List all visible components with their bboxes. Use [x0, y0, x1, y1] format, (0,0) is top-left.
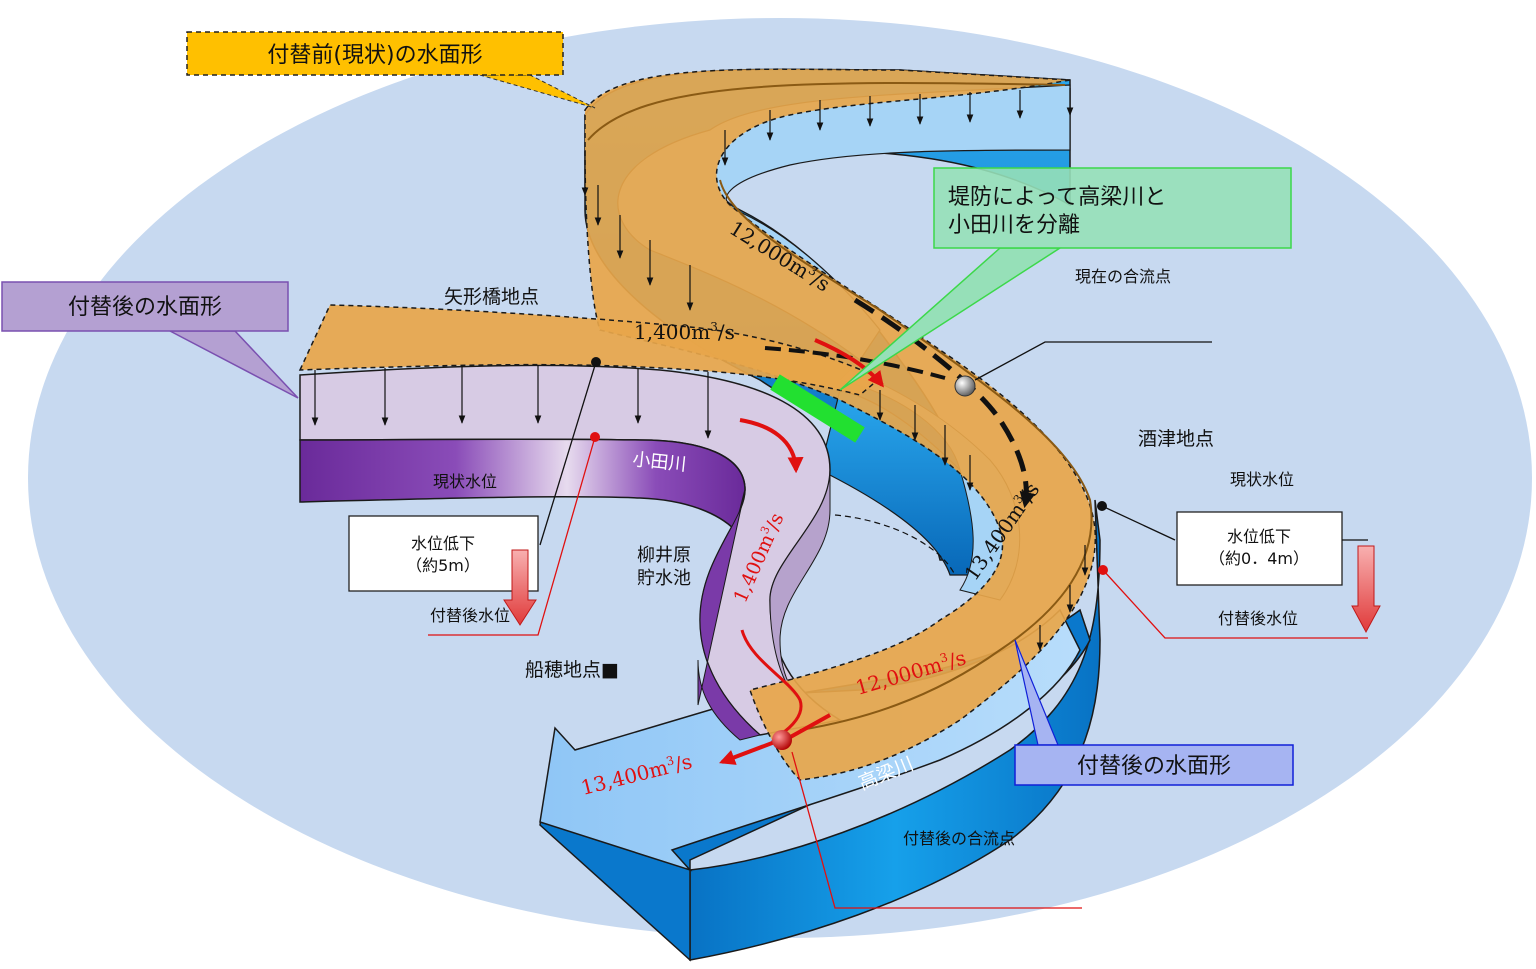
callout-after-left-text: 付替後の水面形 [68, 295, 222, 320]
drop-right-line1: 水位低下 [1227, 527, 1291, 546]
before-water-surface [584, 68, 1096, 781]
callout-levee-line2: 小田川を分離 [948, 213, 1080, 238]
label-current-confluence: 現在の合流点 [1075, 267, 1171, 286]
flow-red-1 [814, 338, 884, 388]
label-after-level-left: 付替後水位 [430, 606, 510, 625]
flow-red-4 [784, 713, 831, 742]
label-funao: 船穂地点■ [525, 659, 619, 681]
label-current-level-right: 現状水位 [1230, 470, 1294, 489]
label-after-level-right: 付替後水位 [1218, 609, 1298, 628]
flow-red-3 [740, 629, 803, 737]
odagawa-inner-wall [697, 489, 762, 741]
current-confluence-leader [974, 341, 1212, 381]
after-level-leader-right [1102, 569, 1368, 639]
label-reservoir-line1: 柳井原 [637, 545, 691, 566]
odagawa-outer-wall [769, 469, 831, 701]
surface-edge-mid [719, 179, 1093, 731]
new-confluence-ball [772, 730, 792, 750]
label-sakazu: 酒津地点 [1138, 428, 1214, 450]
callout-after-left-box [1, 281, 289, 332]
odagawa-before-surface [298, 304, 882, 396]
drop-box-left [348, 515, 539, 592]
callout-levee-line1: 堤防によって高梁川と [948, 185, 1166, 210]
label-current-level-left: 現状水位 [433, 472, 497, 491]
callout-before-text: 付替前(現状)の水面形 [267, 43, 482, 68]
drop-arrows [311, 88, 1089, 651]
label-yakatabashi: 矢形橋地点 [444, 286, 539, 308]
drop-left-line2: （約5m） [406, 556, 480, 575]
flow-red-out [719, 738, 781, 765]
callout-before-box [186, 31, 564, 76]
red-down-arrow-right [1351, 545, 1381, 634]
current-confluence-ball [954, 375, 976, 397]
levee [770, 374, 865, 443]
callout-levee-box [933, 167, 1292, 249]
surface-edge-top [587, 82, 1066, 141]
yakata-leader [539, 361, 597, 546]
red-down-arrow-left [503, 549, 537, 626]
new-confluence-leader [791, 751, 1082, 909]
flow-dash-main [853, 297, 1036, 509]
label-new-confluence: 付替後の合流点 [903, 829, 1015, 848]
flow-red-2 [739, 418, 804, 474]
callout-after-right-text: 付替後の水面形 [1077, 754, 1231, 779]
drop-left-line1: 水位低下 [411, 534, 475, 553]
drop-box-right [1176, 511, 1343, 586]
drop-right-line2: （約0．4m） [1209, 549, 1309, 568]
flow-1400-top: 1,400m3/s [634, 320, 735, 344]
after-level-leader-left [428, 436, 596, 636]
label-reservoir-line2: 貯水池 [637, 568, 691, 589]
callout-after-right-box [1014, 744, 1294, 786]
sakazu-leader [1101, 505, 1176, 541]
